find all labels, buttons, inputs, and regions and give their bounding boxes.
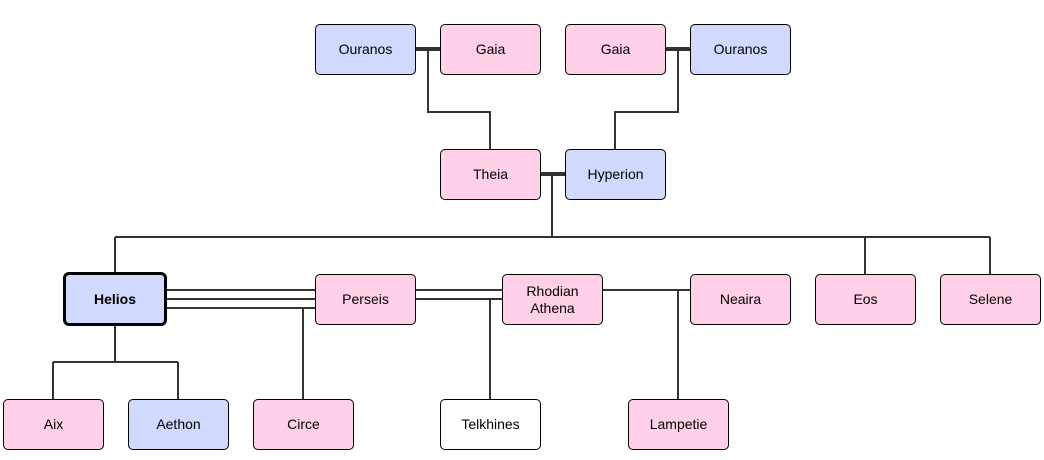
person-neaira[interactable]: Neaira xyxy=(690,274,791,325)
person-gaia-left[interactable]: Gaia xyxy=(440,24,541,75)
person-name: Aix xyxy=(43,416,64,432)
person-gaia-right[interactable]: Gaia xyxy=(565,24,666,75)
person-eos[interactable]: Eos xyxy=(815,274,916,325)
person-name: Perseis xyxy=(342,291,389,307)
person-aethon[interactable]: Aethon xyxy=(128,399,229,450)
person-name: Helios xyxy=(93,290,136,307)
person-ouranos-left[interactable]: Ouranos xyxy=(315,24,416,75)
person-helios[interactable]: Helios xyxy=(63,272,167,326)
person-name: Theia xyxy=(472,166,509,182)
person-circe[interactable]: Circe xyxy=(253,399,354,450)
person-rhodian-athena[interactable]: Rhodian Athena xyxy=(502,274,603,325)
person-theia[interactable]: Theia xyxy=(440,149,541,200)
person-name: Eos xyxy=(853,291,878,307)
person-aix[interactable]: Aix xyxy=(3,399,104,450)
descent-line-theia xyxy=(427,49,491,149)
descent-line-hyperion xyxy=(614,49,679,149)
person-selene[interactable]: Selene xyxy=(940,274,1041,325)
person-name: Hyperion xyxy=(587,166,644,182)
person-name: Aethon xyxy=(156,416,201,432)
person-lampetie[interactable]: Lampetie xyxy=(628,399,729,450)
person-name: Lampetie xyxy=(649,416,708,432)
person-hyperion[interactable]: Hyperion xyxy=(565,149,666,200)
person-name: Telkhines xyxy=(461,416,520,432)
person-name: Gaia xyxy=(600,41,631,57)
person-name: Ouranos xyxy=(713,41,768,57)
person-telkhines[interactable]: Telkhines xyxy=(440,399,541,450)
person-name: Neaira xyxy=(719,291,762,307)
person-perseis[interactable]: Perseis xyxy=(315,274,416,325)
person-name: Ouranos xyxy=(338,41,393,57)
person-name: Circe xyxy=(287,416,320,432)
person-name: Selene xyxy=(968,291,1013,307)
person-name: Rhodian Athena xyxy=(526,282,579,316)
person-name: Gaia xyxy=(475,41,506,57)
person-ouranos-right[interactable]: Ouranos xyxy=(690,24,791,75)
